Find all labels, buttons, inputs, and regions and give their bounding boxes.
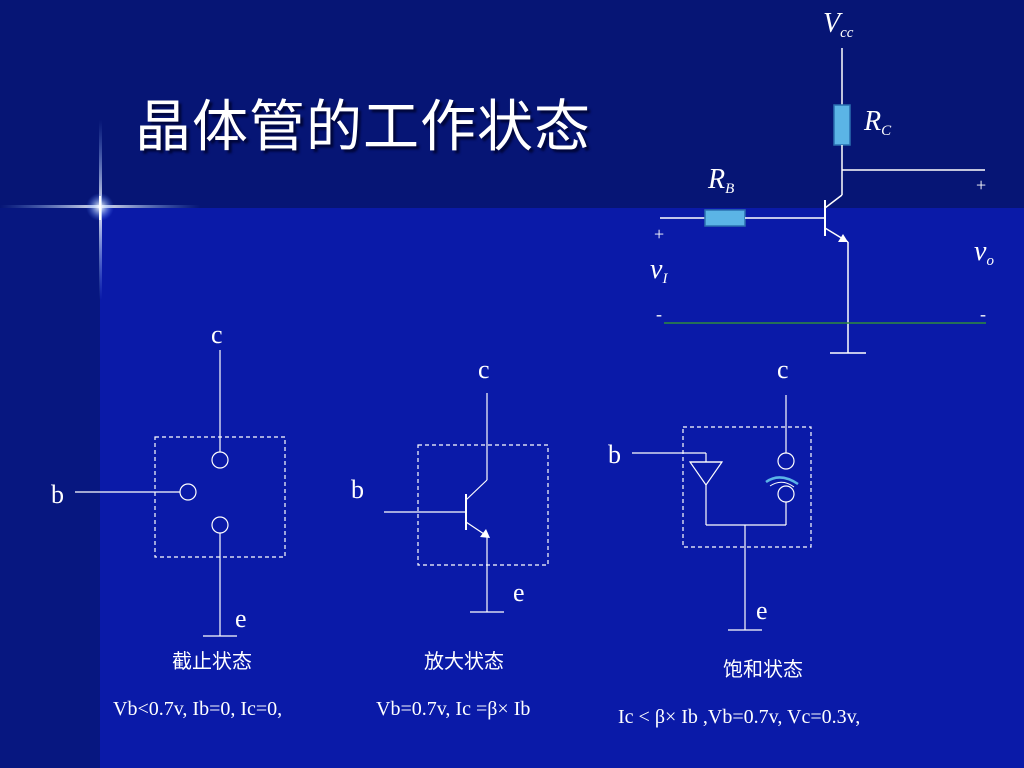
vcc-label: Vcc — [823, 8, 854, 41]
active-state-name: 放大状态 — [424, 649, 504, 673]
active-collector-label: c — [478, 355, 490, 384]
cutoff-collector-label: c — [211, 320, 223, 349]
rb-label: RB — [708, 164, 735, 197]
header-band — [0, 0, 1024, 208]
cutoff-state-condition: Vb<0.7v, Ib=0, Ic=0, — [113, 698, 283, 720]
left-band — [0, 208, 100, 768]
active-emitter-arrow — [480, 529, 490, 538]
closed-switch-arc — [765, 476, 799, 486]
saturation-collector-label: c — [777, 355, 789, 384]
cutoff-state-name: 截止状态 — [172, 649, 252, 673]
cutoff-switch-diagram — [75, 350, 286, 637]
active-collector-leg — [465, 479, 488, 501]
diode-triangle — [688, 461, 724, 487]
active-dashed-box — [417, 444, 549, 566]
cutoff-emitter-contact — [211, 516, 229, 534]
output-minus-label: - — [980, 304, 986, 324]
active-state-condition: Vb=0.7v, Ic =β× Ib — [376, 698, 531, 720]
cutoff-base-label: b — [51, 480, 64, 509]
saturation-base-label: b — [608, 440, 621, 469]
saturation-collector-contact — [777, 452, 795, 470]
sparkle-decoration — [0, 120, 200, 300]
slide-title: 晶体管的工作状态 — [135, 95, 591, 160]
transistor-collector-leg — [824, 194, 843, 209]
input-plus-label: + — [654, 224, 665, 244]
input-voltage-label: vI — [650, 254, 668, 287]
amplifier-circuit — [660, 48, 986, 354]
active-emitter-label: e — [513, 578, 525, 607]
collector-resistor — [833, 104, 851, 146]
saturation-state-condition: Ic < β× Ib ,Vb=0.7v, Vc=0.3v, — [618, 706, 861, 728]
output-plus-label: + — [976, 175, 987, 195]
base-resistor — [704, 209, 746, 227]
closed-switch-arc-inner — [769, 481, 795, 488]
saturation-dashed-box — [682, 426, 812, 548]
cutoff-collector-contact — [211, 451, 229, 469]
emitter-arrow — [838, 234, 848, 242]
input-minus-label: - — [656, 304, 662, 324]
cutoff-emitter-label: e — [235, 604, 247, 633]
saturation-emitter-contact — [777, 485, 795, 503]
active-transistor-diagram — [384, 393, 549, 613]
saturation-state-name: 饱和状态 — [723, 657, 803, 681]
saturation-emitter-label: e — [756, 596, 768, 625]
rc-label: RC — [864, 106, 892, 139]
active-base-label: b — [351, 475, 364, 504]
output-voltage-label: vo — [974, 236, 994, 269]
cutoff-base-contact — [179, 483, 197, 501]
saturation-diagram — [632, 395, 812, 631]
